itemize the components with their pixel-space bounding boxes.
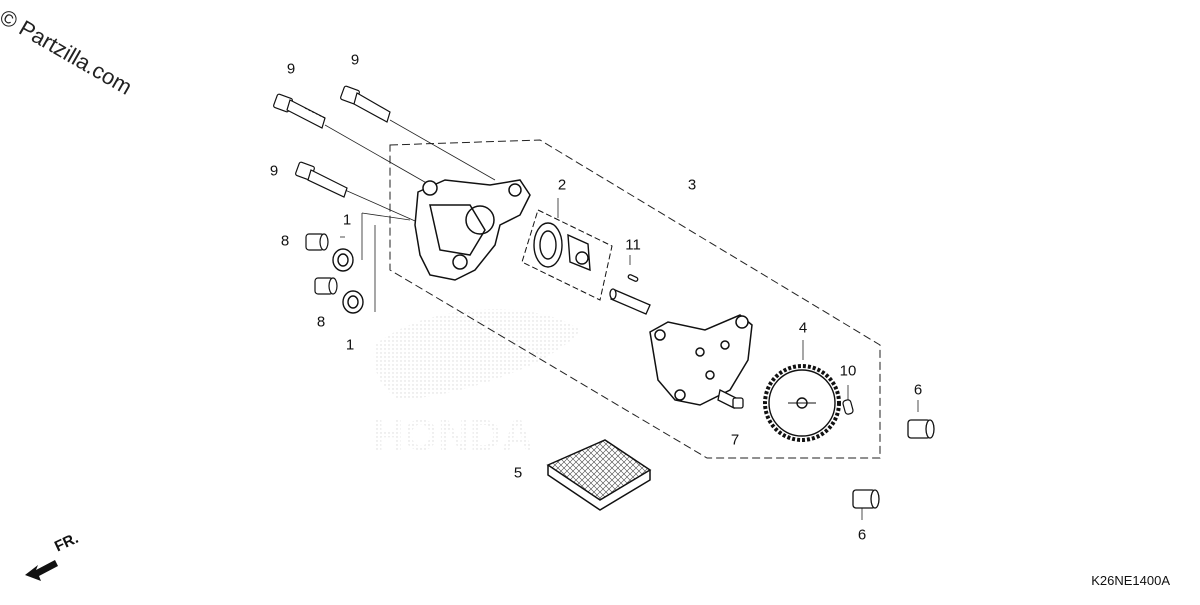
callout-9-upper-left: 9 (286, 60, 296, 78)
bolt-9-left (295, 161, 348, 198)
bolt-9-upper-left (273, 93, 326, 129)
collar-6-upper (907, 419, 935, 439)
pump-shaft (609, 274, 651, 315)
callout-6-upper: 6 (913, 381, 923, 399)
callout-2: 2 (557, 176, 567, 194)
driven-gear (763, 364, 841, 442)
oil-pump-body (414, 179, 531, 281)
oil-pump-rotor-set (521, 209, 613, 301)
assembly-box-outline (389, 139, 881, 459)
dowel-pin-8-lower (314, 277, 338, 295)
seal-1-lower (342, 290, 364, 314)
callout-4: 4 (798, 319, 808, 337)
brand-logo-watermark: HONDA (372, 309, 580, 460)
callout-9-upper-right: 9 (350, 51, 360, 69)
oil-pump-cover (649, 314, 753, 406)
pin-10 (842, 399, 854, 415)
callout-3: 3 (687, 176, 697, 194)
collar-6-lower (852, 489, 880, 509)
callout-8-lower: 8 (316, 313, 326, 331)
seal-1-upper (332, 248, 354, 272)
callout-1-lower: 1 (345, 336, 355, 354)
front-direction-arrow (25, 560, 58, 581)
screw-7 (717, 389, 744, 409)
bolt-9-upper-right (340, 85, 391, 123)
leader-lines (324, 119, 919, 520)
brand-watermark-text: HONDA (372, 411, 533, 460)
dowel-pin-8-upper (305, 233, 329, 251)
callout-7: 7 (730, 431, 740, 449)
oil-strainer (546, 439, 652, 511)
callout-9-left: 9 (269, 162, 279, 180)
callout-6-lower: 6 (857, 526, 867, 544)
callout-5: 5 (513, 464, 523, 482)
callout-10: 10 (839, 362, 857, 380)
diagram-code: K26NE1400A (1091, 573, 1170, 588)
callout-11: 11 (625, 236, 641, 254)
callout-8-upper: 8 (280, 232, 290, 250)
callout-1-upper: 1 (342, 211, 352, 229)
